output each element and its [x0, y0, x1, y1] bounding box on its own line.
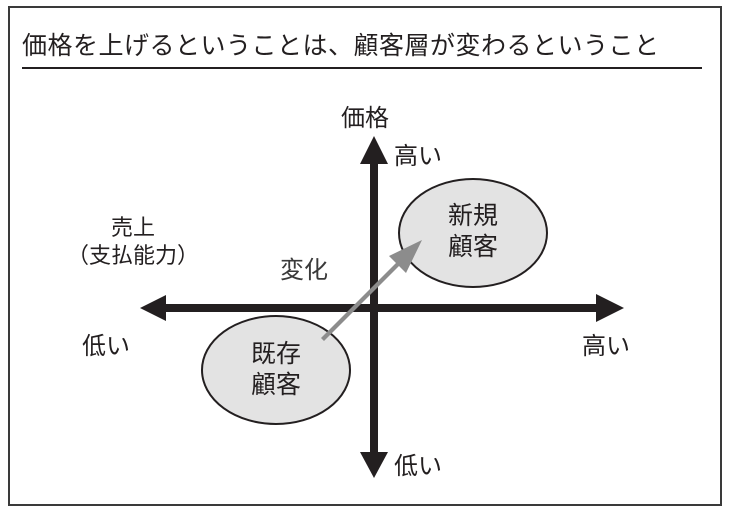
- horizontal-axis-name-line1: 売上: [110, 216, 155, 241]
- existing-customers-line2: 顧客: [250, 370, 301, 400]
- existing-customers-label: 既存 顧客: [236, 338, 316, 401]
- horizontal-axis-name: 売上 （支払能力）: [58, 215, 208, 270]
- new-customers-line1: 新規: [447, 201, 498, 230]
- horizontal-axis-low-label: 低い: [82, 332, 130, 360]
- vertical-axis-top-arrowhead: [360, 136, 388, 164]
- horizontal-axis-right-arrowhead: [596, 294, 624, 322]
- horizontal-axis-high-label: 高い: [582, 332, 630, 360]
- transition-arrow: [321, 240, 422, 341]
- vertical-axis-name: 価格: [341, 104, 389, 132]
- vertical-axis-low-label: 低い: [394, 452, 442, 480]
- new-customers-label: 新規 顧客: [433, 200, 513, 263]
- new-customers-line2: 顧客: [447, 232, 498, 262]
- title-underline: [22, 67, 702, 69]
- vertical-axis-high-label: 高い: [394, 142, 442, 170]
- horizontal-axis-left-arrowhead: [140, 295, 166, 321]
- horizontal-axis-name-line2: （支払能力）: [66, 243, 199, 269]
- vertical-axis-bottom-arrowhead: [360, 452, 388, 478]
- diagram-frame: [8, 6, 722, 506]
- diagram-title: 価格を上げるということは、顧客層が変わるということ: [22, 31, 660, 60]
- existing-customers-line1: 既存: [250, 339, 301, 368]
- existing-customers-ellipse: [201, 315, 351, 425]
- transition-label: 変化: [280, 256, 328, 284]
- new-customers-ellipse: [398, 178, 548, 288]
